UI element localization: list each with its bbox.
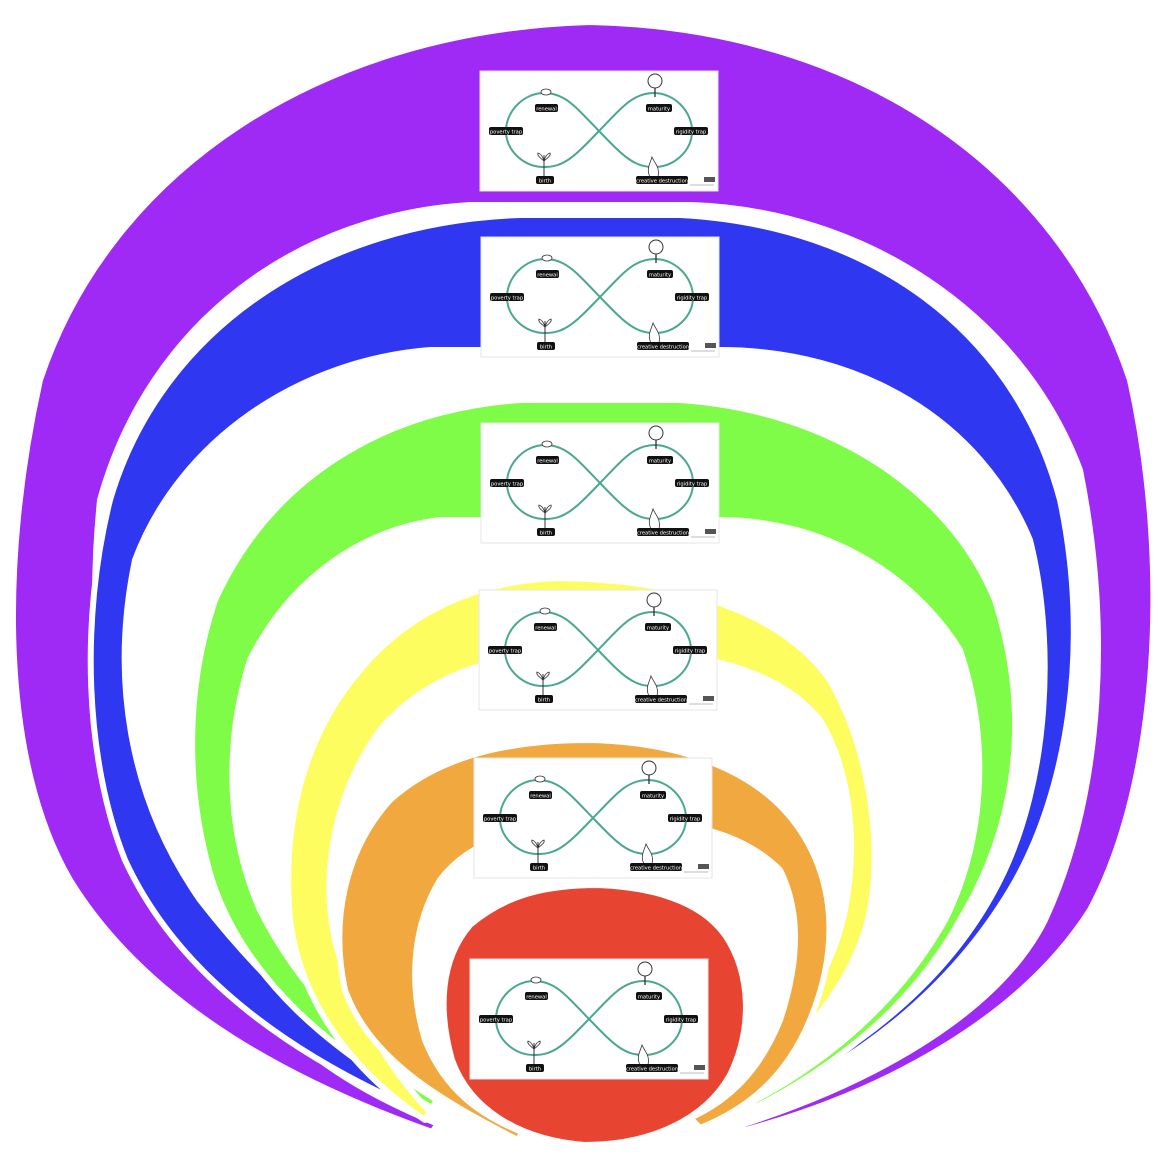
label-maturity: maturity [649, 273, 671, 279]
layer-orange-shape [336, 737, 833, 1143]
label-creative-destruction: creative destruction [637, 531, 689, 537]
label-maturity: maturity [642, 794, 664, 800]
label-rigidity-trap: rigidity trap [676, 130, 707, 136]
label-creative-destruction: creative destruction [635, 698, 687, 704]
adaptive-cycle-card: renewal maturity poverty trap rigidity trap… [479, 70, 719, 192]
label-creative-destruction: creative destruction [636, 179, 688, 185]
label-birth: birth [540, 345, 552, 351]
label-poverty-trap: poverty trap [490, 130, 523, 136]
label-rigidity-trap: rigidity trap [677, 296, 708, 302]
label-maturity: maturity [649, 459, 671, 465]
layer-purple [9, 19, 1157, 1135]
label-poverty-trap: poverty trap [480, 1018, 513, 1024]
layer-purple-shape [9, 19, 1157, 1135]
label-poverty-trap: poverty trap [484, 817, 517, 823]
layer-orange [336, 737, 833, 1143]
adaptive-cycle-card: renewal maturity poverty trap rigidity trap… [480, 236, 720, 358]
label-birth: birth [538, 698, 550, 704]
label-poverty-trap: poverty trap [491, 296, 524, 302]
label-rigidity-trap: rigidity trap [675, 649, 706, 655]
label-rigidity-trap: rigidity trap [670, 817, 701, 823]
label-creative-destruction: creative destruction [626, 1067, 678, 1073]
adaptive-cycle-card: renewal maturity poverty trap rigidity trap… [473, 757, 713, 879]
label-renewal: renewal [537, 273, 558, 279]
label-renewal: renewal [537, 459, 558, 465]
label-renewal: renewal [535, 626, 556, 632]
adaptive-cycle-card: renewal maturity poverty trap rigidity trap… [478, 589, 718, 711]
label-maturity: maturity [648, 107, 670, 113]
layer-green-shape [189, 397, 1019, 1113]
label-birth: birth [529, 1067, 541, 1073]
label-rigidity-trap: rigidity trap [666, 1018, 697, 1024]
label-birth: birth [533, 866, 545, 872]
label-birth: birth [539, 179, 551, 185]
label-renewal: renewal [526, 995, 547, 1001]
label-maturity: maturity [647, 626, 669, 632]
layer-green [189, 397, 1019, 1113]
label-renewal: renewal [536, 107, 557, 113]
label-birth: birth [540, 531, 552, 537]
label-rigidity-trap: rigidity trap [677, 482, 708, 488]
label-poverty-trap: poverty trap [489, 649, 522, 655]
label-poverty-trap: poverty trap [491, 482, 524, 488]
adaptive-cycle-card: renewal maturity poverty trap rigidity trap… [469, 958, 709, 1080]
label-creative-destruction: creative destruction [637, 345, 689, 351]
label-renewal: renewal [530, 794, 551, 800]
label-creative-destruction: creative destruction [630, 866, 682, 872]
label-maturity: maturity [638, 995, 660, 1001]
adaptive-cycle-card: renewal maturity poverty trap rigidity trap… [480, 422, 720, 544]
